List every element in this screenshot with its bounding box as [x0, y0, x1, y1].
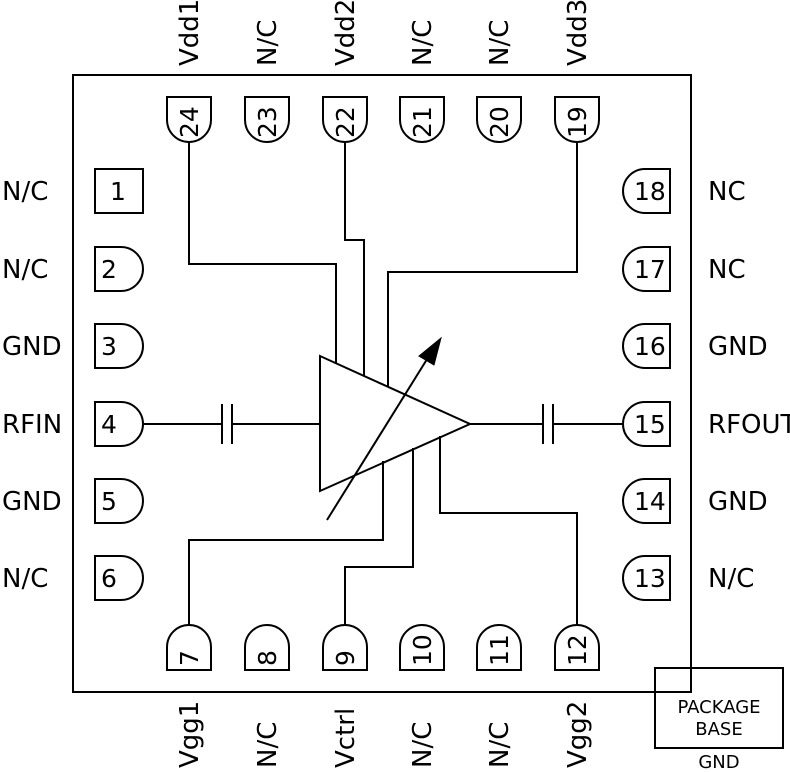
- pin-22-label: Vdd2: [331, 0, 361, 66]
- input-capacitor: [221, 404, 233, 444]
- pin-3-label: GND: [2, 332, 62, 362]
- pin-number: 24: [175, 106, 204, 138]
- pin-13-label: N/C: [708, 564, 754, 594]
- pin-4-label: RFIN: [2, 410, 62, 440]
- pin-5: 5: [94, 478, 144, 524]
- pin-number: 18: [634, 177, 666, 206]
- pin-20-label: N/C: [485, 20, 515, 66]
- pin-8-label: N/C: [253, 722, 283, 768]
- package-outline: [72, 74, 692, 693]
- pin-number: 8: [253, 650, 282, 666]
- pin-21-label: N/C: [408, 20, 438, 66]
- pin-16-label: GND: [708, 332, 768, 362]
- pin-number: 20: [485, 106, 514, 138]
- pin-21: 21: [399, 96, 445, 143]
- pin-5-label: GND: [2, 487, 62, 517]
- pin-19-label: Vdd3: [563, 0, 593, 66]
- pin-6-label: N/C: [2, 564, 48, 594]
- pin-number: 3: [101, 332, 117, 361]
- pin-number: 13: [634, 564, 666, 593]
- pin-12-label: Vgg2: [563, 701, 593, 768]
- pin-24: 24: [166, 96, 212, 143]
- pin-16: 16: [622, 323, 671, 369]
- pin-number: 16: [634, 332, 666, 361]
- pin-18: 18: [622, 168, 671, 214]
- amplifier-triangle: [319, 354, 473, 493]
- pin-6: 6: [94, 555, 144, 601]
- pin-10: 10: [399, 624, 445, 671]
- pin-1-label: N/C: [2, 177, 48, 207]
- pin-19: 19: [554, 96, 600, 143]
- pin-11: 11: [476, 624, 522, 671]
- pin-13: 13: [622, 555, 671, 601]
- pin-23: 23: [244, 96, 290, 143]
- pin-2-label: N/C: [2, 255, 48, 285]
- pin-number: 2: [101, 255, 117, 284]
- pin-14: 14: [622, 478, 671, 524]
- pin-20: 20: [476, 96, 522, 143]
- pin-number: 10: [408, 634, 437, 666]
- pin-17-label: NC: [708, 255, 746, 285]
- pin-number: 9: [331, 650, 360, 666]
- pin-number: 4: [101, 410, 117, 439]
- pin-15-label: RFOUT: [708, 410, 790, 440]
- package-base-line1: PACKAGE: [677, 697, 760, 718]
- pin-10-label: N/C: [408, 722, 438, 768]
- package-base: PACKAGE BASE GND: [654, 667, 784, 772]
- pin-4: 4: [94, 401, 144, 447]
- pin-11-label: N/C: [485, 722, 515, 768]
- pin-15: 15: [622, 401, 671, 447]
- pin-12: 12: [554, 624, 600, 671]
- pin-18-label: NC: [708, 177, 746, 207]
- pin-7-label: Vgg1: [175, 701, 205, 768]
- package-base-line2: BASE: [695, 719, 742, 740]
- pin-22: 22: [322, 96, 368, 143]
- pin-17: 17: [622, 246, 671, 292]
- pin-number: 1: [110, 177, 126, 206]
- pin-23-label: N/C: [253, 20, 283, 66]
- pin-number: 6: [101, 564, 117, 593]
- pin-number: 12: [563, 634, 592, 666]
- pin-number: 17: [634, 255, 666, 284]
- pin-7: 7: [166, 624, 212, 671]
- pin-number: 7: [175, 650, 204, 666]
- pin-2: 2: [94, 246, 144, 292]
- pin-9-label: Vctrl: [331, 708, 361, 768]
- pin-number: 23: [253, 106, 282, 138]
- pin-14-label: GND: [708, 487, 768, 517]
- pin-1: 1: [94, 168, 144, 214]
- pin-number: 15: [634, 410, 666, 439]
- pin-24-label: Vdd1: [175, 0, 205, 66]
- package-base-gnd-label: GND: [698, 752, 739, 772]
- pin-9: 9: [322, 624, 368, 671]
- pin-3: 3: [94, 323, 144, 369]
- pin-number: 5: [101, 487, 117, 516]
- pin-number: 11: [485, 634, 514, 666]
- internal-wiring: [143, 142, 623, 625]
- output-capacitor: [542, 404, 554, 444]
- variable-gain-arrow-icon: [326, 336, 442, 521]
- pin-number: 22: [331, 106, 360, 138]
- pin-number: 19: [563, 106, 592, 138]
- pin-number: 14: [634, 487, 666, 516]
- pin-number: 21: [408, 106, 437, 138]
- pin-8: 8: [244, 624, 290, 671]
